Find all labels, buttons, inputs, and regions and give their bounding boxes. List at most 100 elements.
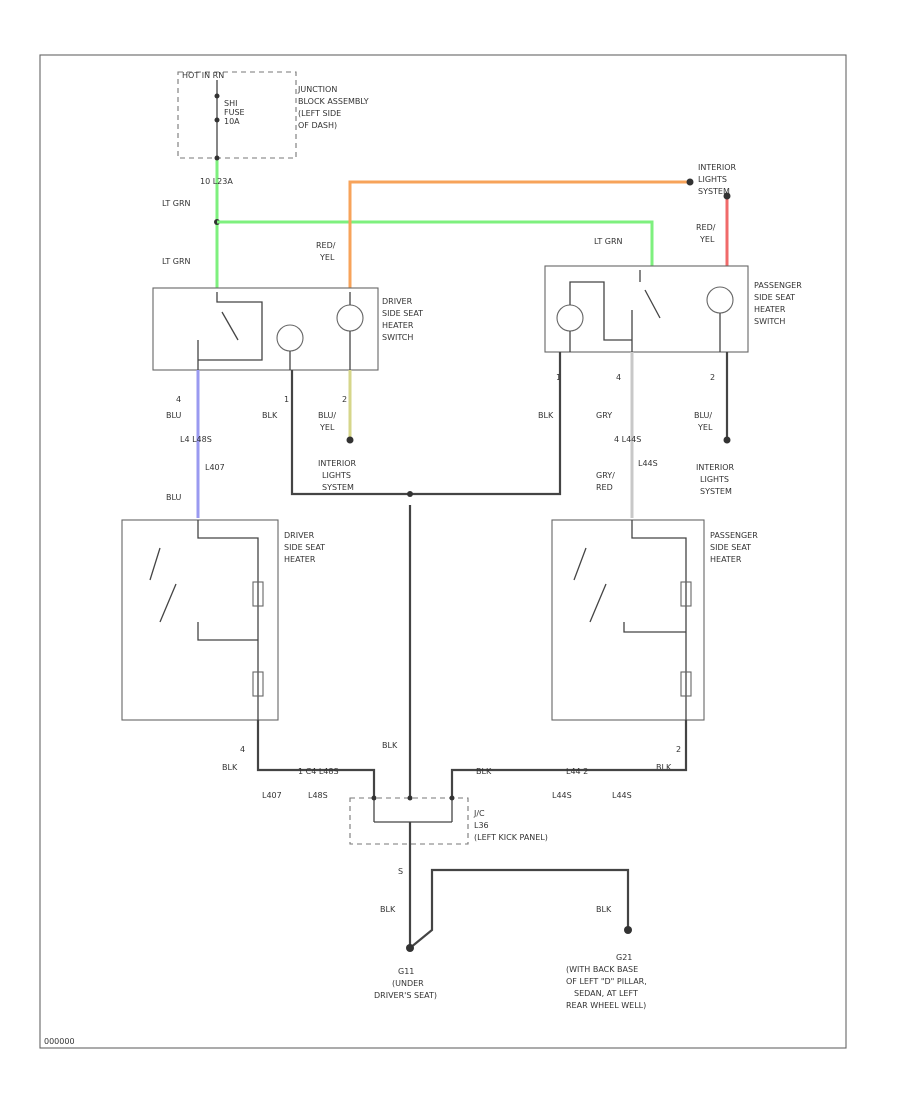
fuse-label-1: SHI — [224, 99, 237, 108]
g2-label-5: REAR WHEEL WELL) — [566, 1001, 646, 1010]
pin-d2: 2 — [342, 395, 347, 404]
interior-mid-label-2: LIGHTS — [322, 471, 351, 480]
l-label-4: L44S — [612, 791, 632, 800]
g1-label-1: G11 — [398, 967, 414, 976]
passenger-heater-label-3: HEATER — [710, 555, 742, 564]
conn-l4-label: L4 L48S — [180, 435, 212, 444]
joint-pin-2 — [407, 795, 413, 801]
diagram-frame — [39, 54, 847, 1049]
blu-label: BLU — [166, 411, 182, 420]
blu-yel-label-1a: BLU/ — [318, 411, 336, 420]
l-label-2: L48S — [308, 791, 328, 800]
driver-switch-label-2: SIDE SEAT — [382, 309, 423, 318]
driver-switch-box — [152, 287, 379, 371]
g1-label-2: (UNDER — [392, 979, 424, 988]
passenger-indicator-lamp — [556, 304, 584, 332]
fuse-node-top — [214, 93, 220, 99]
passenger-heater-lamp — [706, 286, 734, 314]
interior-top-node — [686, 178, 694, 186]
driver-switch-internal — [198, 292, 263, 361]
passenger-heater-label-1: PASSENGER — [710, 531, 758, 540]
interior-mid-label-3: SYSTEM — [322, 483, 354, 492]
junction-block-outline — [177, 71, 297, 159]
pin-h2: 2 — [676, 745, 681, 754]
blk-b1: BLK — [380, 905, 396, 914]
red-yel-label-2b: YEL — [699, 235, 715, 244]
driver-switch-label-3: HEATER — [382, 321, 414, 330]
lt-grn-label-2: LT GRN — [162, 257, 191, 266]
ground-wire-g21 — [409, 868, 630, 949]
gry-red-label-b: RED — [596, 483, 613, 492]
blk-h2: BLK — [656, 763, 672, 772]
g2-label-2: (WITH BACK BASE — [566, 965, 638, 974]
passenger-switch-label-4: SWITCH — [754, 317, 785, 326]
ground-g11-node — [406, 944, 414, 952]
driver-heater-element-2 — [252, 671, 264, 697]
blk-b2: BLK — [596, 905, 612, 914]
lt-grn-label-3: LT GRN — [594, 237, 623, 246]
g2-label-1: G21 — [616, 953, 632, 962]
junction-pin — [214, 155, 220, 161]
l-label-3: L44S — [552, 791, 572, 800]
interior-right-label-1: INTERIOR — [696, 463, 735, 472]
lt-grn-label-1: LT GRN — [162, 199, 191, 208]
lt-grn-wire-cross — [217, 220, 654, 266]
c-right-label: BLK — [476, 767, 492, 776]
driver-heater-box — [121, 519, 279, 721]
diagram-code: 000000 — [44, 1037, 75, 1046]
pin-p4: 4 — [616, 373, 621, 382]
pin-bottom: S — [398, 867, 403, 876]
driver-heater-label-1: DRIVER — [284, 531, 315, 540]
g2-label-3: OF LEFT "D" PILLAR, — [566, 977, 647, 986]
red-yel-label-2a: RED/ — [696, 223, 716, 232]
interior-top-label-2: LIGHTS — [698, 175, 727, 184]
blu-yel-label-1b: YEL — [319, 423, 335, 432]
interior-mid-node-left — [346, 436, 354, 444]
gry-red-label-a: GRY/ — [596, 471, 615, 480]
interior-right-label-2: LIGHTS — [700, 475, 729, 484]
blu-yel-label-2a: BLU/ — [694, 411, 712, 420]
junction-label-1: JUNCTION — [297, 85, 337, 94]
blk-h1: BLK — [222, 763, 238, 772]
c-left-label: 1 C4 L48S — [298, 767, 339, 776]
passenger-switch-contact — [644, 289, 661, 319]
driver-heater-label-3: HEATER — [284, 555, 316, 564]
passenger-heater-box — [551, 519, 705, 721]
conn-l4b-label: L407 — [205, 463, 225, 472]
conn-top-label: 10 L23A — [200, 177, 233, 186]
interior-top-label-3: SYSTEM — [698, 187, 730, 196]
junction-label-3: (LEFT SIDE — [298, 109, 341, 118]
fuse-node-bottom — [214, 117, 220, 123]
blk-label-2: BLK — [538, 411, 554, 420]
pin-p1: 1 — [556, 373, 561, 382]
passenger-heater-element-1 — [680, 581, 692, 607]
passenger-heater-return — [623, 622, 686, 633]
blu-label-2: BLU — [166, 493, 182, 502]
passenger-thermostat-2 — [589, 583, 607, 623]
driver-thermostat-1 — [149, 547, 161, 581]
conn-r4-label: 4 L44S — [614, 435, 641, 444]
driver-thermostat-2 — [159, 583, 177, 623]
pin-d4: 4 — [176, 395, 181, 404]
blk-label-1: BLK — [262, 411, 278, 420]
interior-right-node — [723, 436, 731, 444]
red-top-node — [723, 192, 731, 200]
passenger-switch-box — [544, 265, 749, 353]
pin-p2: 2 — [710, 373, 715, 382]
blk-center-label: BLK — [382, 741, 398, 750]
g2-label-4: SEDAN, AT LEFT — [574, 989, 638, 998]
joint-pin-1 — [371, 795, 377, 801]
passenger-switch-label-2: SIDE SEAT — [754, 293, 795, 302]
ground-g21-node — [624, 926, 632, 934]
interior-mid-label-1: INTERIOR — [318, 459, 357, 468]
joint-label-2: L36 — [474, 821, 489, 830]
interior-top-label-1: INTERIOR — [698, 163, 737, 172]
driver-heater-label-2: SIDE SEAT — [284, 543, 325, 552]
fuse-label-3: 10A — [224, 117, 240, 126]
blk-splice — [407, 491, 413, 497]
c-right2-label: L44 2 — [566, 767, 588, 776]
conn-r4b-label: L44S — [638, 459, 658, 468]
blk-ground-bus — [290, 352, 562, 496]
driver-switch-label-4: SWITCH — [382, 333, 413, 342]
